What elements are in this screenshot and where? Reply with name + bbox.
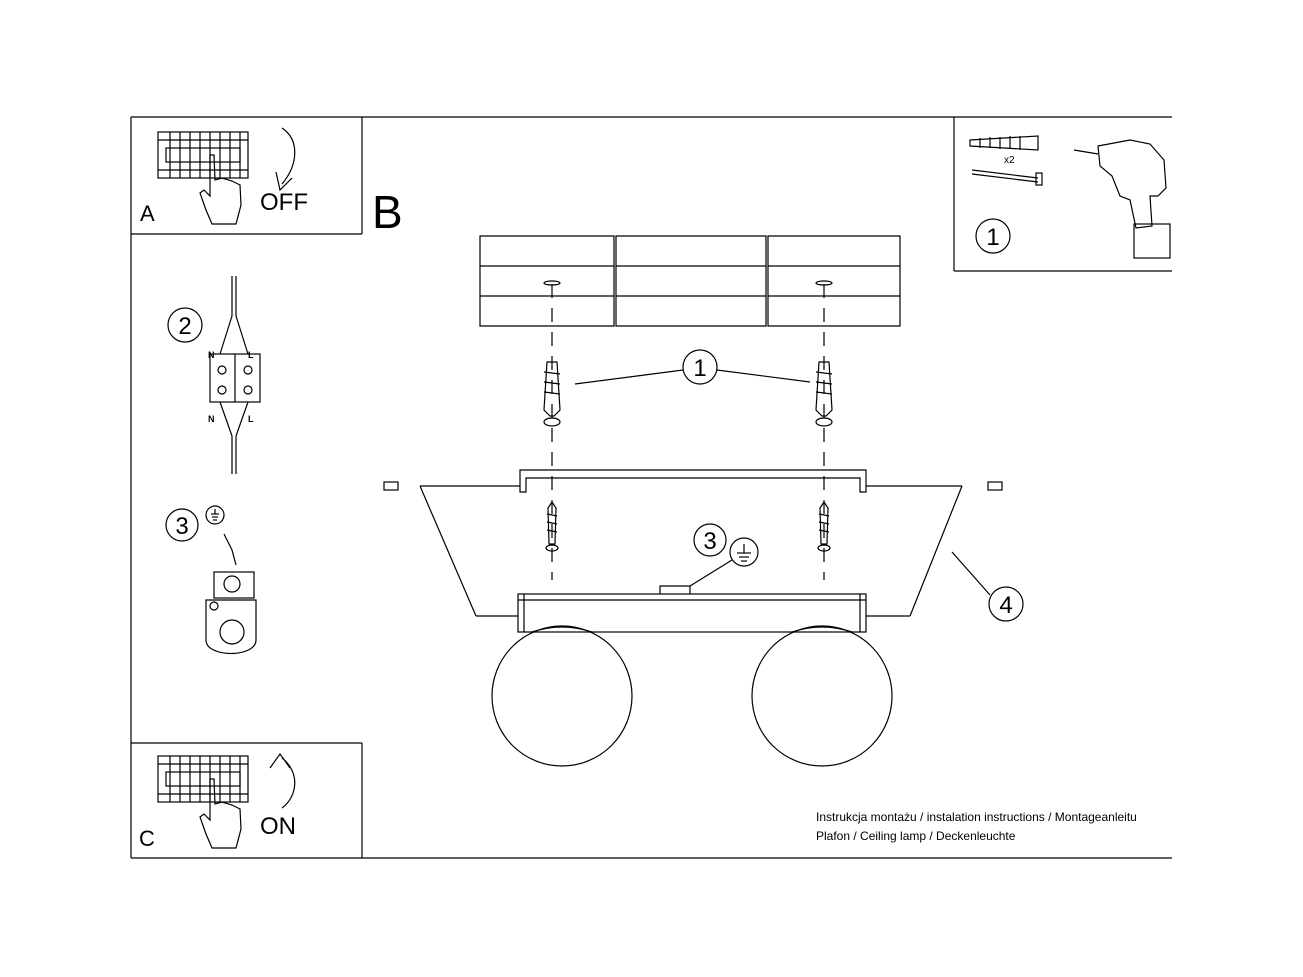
step-4-number: 4	[999, 592, 1012, 619]
step-1-marker-b	[682, 349, 718, 385]
step-1-marker	[975, 218, 1011, 254]
footer-line-2: Plafon / Ceiling lamp / Deckenleuchte	[816, 829, 1016, 843]
outer-frame	[130, 116, 1172, 859]
ground-symbol-icon	[205, 505, 225, 525]
panel-c-letter: C	[139, 826, 155, 851]
quantity-label: x2	[1004, 155, 1015, 166]
screw-icon	[971, 169, 1043, 186]
neutral-top: N	[208, 350, 215, 360]
hand-icon	[199, 778, 242, 849]
wall-plug-icon	[969, 135, 1039, 151]
ground-symbol-icon-b	[729, 537, 759, 567]
off-label: OFF	[260, 189, 308, 216]
panel-a	[157, 127, 296, 225]
hand-icon	[199, 154, 242, 225]
lamp-body	[517, 585, 867, 633]
ceiling	[479, 235, 901, 327]
globe-left	[491, 625, 633, 767]
panel-c	[157, 752, 296, 849]
live-bottom: L	[248, 414, 254, 424]
on-label: ON	[260, 813, 296, 840]
globe-right	[751, 625, 893, 767]
arrow-down-icon	[275, 127, 296, 192]
step-3-number-b: 3	[703, 528, 716, 555]
ground-terminal	[165, 505, 257, 655]
step-4-marker	[988, 586, 1024, 622]
neutral-bottom: N	[208, 414, 215, 424]
panel-a-letter: A	[140, 201, 155, 226]
tools-panel	[969, 135, 1171, 259]
step-1-number: 1	[693, 355, 706, 382]
step-3-number: 3	[175, 513, 188, 540]
step-1-number-tools: 1	[986, 224, 999, 251]
live-top: L	[248, 350, 254, 360]
wall-plug-left	[543, 361, 561, 427]
footer-line-1: Instrukcja montażu / instalation instruc…	[816, 810, 1137, 824]
wiring-connector	[209, 276, 261, 474]
axis-lines	[551, 284, 825, 580]
breaker-box-icon	[157, 131, 249, 179]
assembly-guides	[419, 485, 963, 617]
panel-b-letter: B	[372, 186, 403, 238]
arrow-up-icon	[269, 752, 296, 809]
wall-plug-right	[815, 361, 833, 427]
step-2-marker	[167, 307, 203, 343]
mounting-bracket	[383, 469, 1003, 493]
screw-left	[545, 500, 559, 552]
step-3-marker-b	[693, 523, 727, 557]
breaker-box-icon	[157, 755, 249, 803]
screw-right	[817, 500, 831, 552]
drill-icon	[1073, 139, 1171, 259]
step-2-number: 2	[178, 313, 191, 340]
